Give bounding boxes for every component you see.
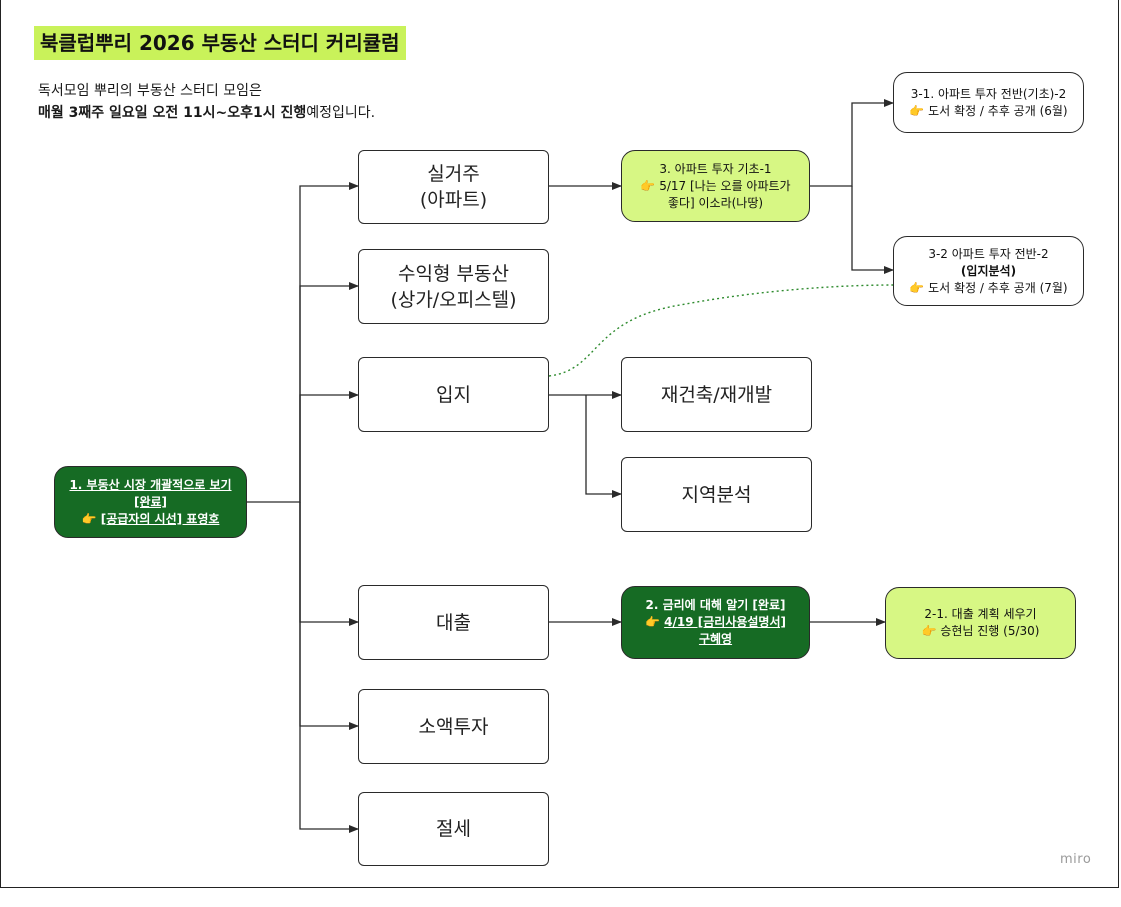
- loan-plan-note: 👉 승현님 진행 (5/30): [921, 624, 1040, 638]
- residential-label: 실거주: [427, 163, 480, 185]
- node-apt-31[interactable]: 3-1. 아파트 투자 전반(기초)-2 👉 도서 확정 / 추후 공개 (6월…: [893, 72, 1084, 133]
- pointing-hand-icon: 👉: [921, 624, 937, 638]
- intro-schedule: 매월 3째주 일요일 오전 11시~오후1시 진행: [38, 105, 307, 121]
- node-loan[interactable]: 대출: [358, 585, 549, 660]
- intro-line-2: 매월 3째주 일요일 오전 11시~오후1시 진행예정입니다.: [38, 102, 375, 124]
- apt-31-note: 👉 도서 확정 / 추후 공개 (6월): [909, 103, 1068, 118]
- loan-plan-title: 2-1. 대출 계획 세우기: [924, 607, 1037, 621]
- apt-basic-title: 3. 아파트 투자 기초-1: [659, 161, 772, 176]
- pointing-hand-icon: 👉: [909, 103, 925, 118]
- edge-location-regional: [585, 395, 622, 498]
- board-frame: [0, 0, 1119, 888]
- node-root-market-overview[interactable]: 1. 부동산 시장 개괄적으로 보기 [완료] 👉 [공급자의 시선] 표영호: [54, 466, 247, 538]
- redev-label: 재건축/재개발: [660, 383, 773, 406]
- apt-32-sub: (입지분석): [960, 263, 1017, 278]
- edge-root-tax: [299, 502, 359, 833]
- miro-logo: miro: [1060, 852, 1092, 867]
- edge-root-location: [299, 391, 359, 502]
- root-book: 👉 [공급자의 시선] 표영호: [81, 511, 220, 526]
- regional-label: 지역분석: [681, 483, 752, 506]
- apt-basic-book: 👉 5/17 [나는 오를 아파트가: [640, 178, 791, 193]
- edge-root-loan: [299, 502, 359, 626]
- board-bottom-strip: [0, 888, 1121, 907]
- location-label: 입지: [436, 383, 471, 406]
- edge-location-32-dotted: [548, 284, 894, 377]
- root-title: 1. 부동산 시장 개괄적으로 보기: [69, 477, 232, 492]
- page-title: 북클럽뿌리 2026 부동산 스터디 커리큘럼: [34, 26, 406, 60]
- node-regional-analysis[interactable]: 지역분석: [621, 457, 812, 532]
- residential-sub: (아파트): [419, 189, 488, 211]
- node-income-property[interactable]: 수익형 부동산 (상가/오피스텔): [358, 249, 549, 324]
- apt-basic-author: 좋다] 이소라(나땅): [667, 195, 764, 210]
- edge-apt-basic-31: [810, 99, 894, 187]
- tax-label: 절세: [436, 818, 471, 840]
- node-tax[interactable]: 절세: [358, 792, 549, 866]
- pointing-hand-icon: 👉: [909, 280, 925, 295]
- edge-apt-basic-32: [851, 186, 894, 274]
- interest-book: 👉 4/19 [금리사용설명서]: [645, 615, 786, 629]
- node-location[interactable]: 입지: [358, 357, 549, 432]
- interest-author: 구혜영: [698, 632, 733, 646]
- node-interest[interactable]: 2. 금리에 대해 알기 [완료] 👉 4/19 [금리사용설명서] 구혜영: [621, 586, 810, 659]
- intro-text: 독서모임 뿌리의 부동산 스터디 모임은 매월 3째주 일요일 오전 11시~오…: [38, 80, 375, 124]
- small-invest-label: 소액투자: [418, 715, 489, 738]
- node-apt-basic[interactable]: 3. 아파트 투자 기초-1 👉 5/17 [나는 오를 아파트가 좋다] 이소…: [621, 150, 810, 222]
- apt-32-title: 3-2 아파트 투자 전반-2: [928, 246, 1049, 261]
- pointing-hand-icon: 👉: [645, 615, 660, 629]
- pointing-hand-icon: 👉: [81, 511, 97, 526]
- income-label: 수익형 부동산: [398, 262, 509, 285]
- node-small-invest[interactable]: 소액투자: [358, 689, 549, 764]
- intro-suffix: 예정입니다.: [306, 105, 376, 121]
- edge-root-small-invest: [299, 502, 359, 730]
- node-apt-32[interactable]: 3-2 아파트 투자 전반-2 (입지분석) 👉 도서 확정 / 추후 공개 (…: [893, 236, 1084, 306]
- loan-label: 대출: [436, 611, 471, 634]
- root-status: [완료]: [133, 494, 168, 509]
- node-redevelopment[interactable]: 재건축/재개발: [621, 357, 812, 432]
- income-sub: (상가/오피스텔): [390, 288, 517, 311]
- pointing-hand-icon: 👉: [640, 178, 656, 193]
- edge-root-residential: [247, 182, 359, 503]
- apt-31-title: 3-1. 아파트 투자 전반(기초)-2: [910, 86, 1067, 101]
- apt-32-note: 👉 도서 확정 / 추후 공개 (7월): [909, 280, 1068, 295]
- node-residential[interactable]: 실거주 (아파트): [358, 150, 549, 224]
- intro-line-1: 독서모임 뿌리의 부동산 스터디 모임은: [38, 83, 262, 99]
- node-loan-plan[interactable]: 2-1. 대출 계획 세우기 👉 승현님 진행 (5/30): [885, 587, 1076, 659]
- edge-root-income: [299, 282, 359, 502]
- interest-title: 2. 금리에 대해 알기 [완료]: [645, 598, 786, 612]
